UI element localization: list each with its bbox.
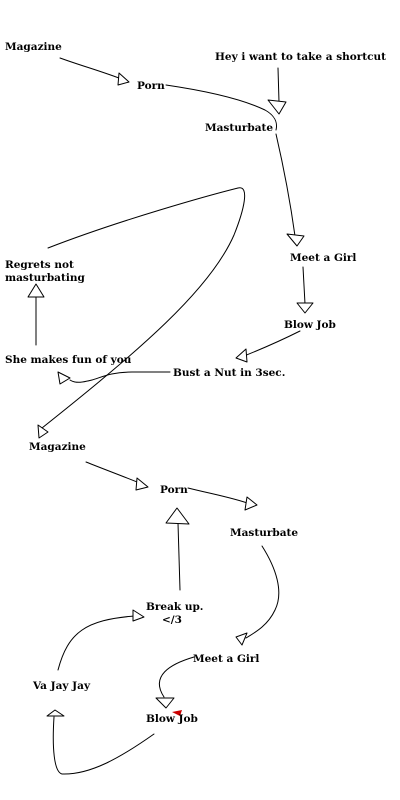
- node-masturbate-2: Masturbate: [230, 527, 298, 539]
- arrow-heads: [27, 72, 314, 717]
- arrow-shortcut-to-masturbate: [277, 67, 280, 103]
- arrow-porn2-to-masturbate2: [187, 487, 251, 505]
- node-regrets-line2: masturbating: [5, 272, 85, 284]
- node-regrets-line1: Regrets not: [5, 259, 74, 271]
- arrow-porn-to-masturbate: [165, 84, 277, 131]
- arrowhead-porn-2: [135, 477, 149, 491]
- node-meet-girl-1: Meet a Girl: [290, 252, 356, 264]
- arrow-break-up-to-porn2: [177, 522, 181, 591]
- arrow-regrets-loop-to-magazine: [41, 187, 246, 429]
- node-bust-nut: Bust a Nut in 3sec.: [173, 367, 285, 379]
- arrow-bust-nut-to-makes-fun: [69, 371, 171, 383]
- arrowhead-meet-girl-2: [235, 632, 248, 646]
- arrow-va-jay-jay-to-break-up: [57, 615, 135, 671]
- node-makes-fun: She makes fun of you: [5, 354, 132, 366]
- arrowhead-va-jay-jay: [46, 709, 65, 717]
- arrowhead-blow-job-2: [155, 697, 175, 709]
- arrow-meet-girl-to-blow-job: [302, 266, 306, 305]
- node-break-up-line1: Break up.: [146, 601, 203, 613]
- arrow-masturbate-to-meet-girl: [275, 133, 296, 237]
- red-mark: [172, 710, 182, 716]
- node-masturbate-1: Masturbate: [205, 122, 273, 134]
- arrowhead-makes-fun: [57, 371, 71, 385]
- arrow-magazine-to-porn: [59, 57, 125, 81]
- shortcut-note: Hey i want to take a shortcut: [215, 51, 386, 63]
- arrowhead-regrets: [27, 283, 45, 298]
- arrowhead-meet-girl-1: [286, 233, 305, 247]
- node-magazine-2: Magazine: [29, 441, 86, 453]
- node-blow-job-1: Blow Job: [284, 319, 336, 331]
- node-meet-girl-2: Meet a Girl: [193, 653, 259, 665]
- arrowhead-porn-1: [117, 72, 130, 86]
- arrow-meet-girl2-to-blow-job2: [158, 656, 195, 698]
- node-va-jay-jay: Va Jay Jay: [32, 680, 91, 692]
- arrowhead-masturbate-1: [267, 99, 287, 115]
- node-break-up-line2: </3: [162, 614, 182, 626]
- node-magazine-1: Magazine: [5, 41, 62, 53]
- arrowhead-porn2-from-break-up: [165, 507, 190, 525]
- arrowhead-magazine-2: [37, 424, 49, 439]
- arrow-blow-job-to-bust-nut: [243, 330, 301, 357]
- labels: Magazine Hey i want to take a shortcut P…: [5, 41, 386, 725]
- arrow-blow-job2-to-va-jay-jay: [52, 716, 155, 775]
- node-porn-1: Porn: [137, 80, 165, 92]
- arrow-magazine2-to-porn2: [85, 461, 143, 485]
- arrowhead-bust-nut: [235, 348, 248, 363]
- arrowhead-masturbate-2: [244, 496, 258, 511]
- node-blow-job-2: Blow Job: [146, 713, 198, 725]
- arrow-lines: [35, 57, 306, 775]
- arrow-masturbate2-to-meet-girl2: [245, 545, 280, 639]
- arrowhead-blow-job-1: [296, 302, 314, 314]
- arrowhead-break-up: [132, 609, 145, 622]
- node-porn-2: Porn: [160, 484, 188, 496]
